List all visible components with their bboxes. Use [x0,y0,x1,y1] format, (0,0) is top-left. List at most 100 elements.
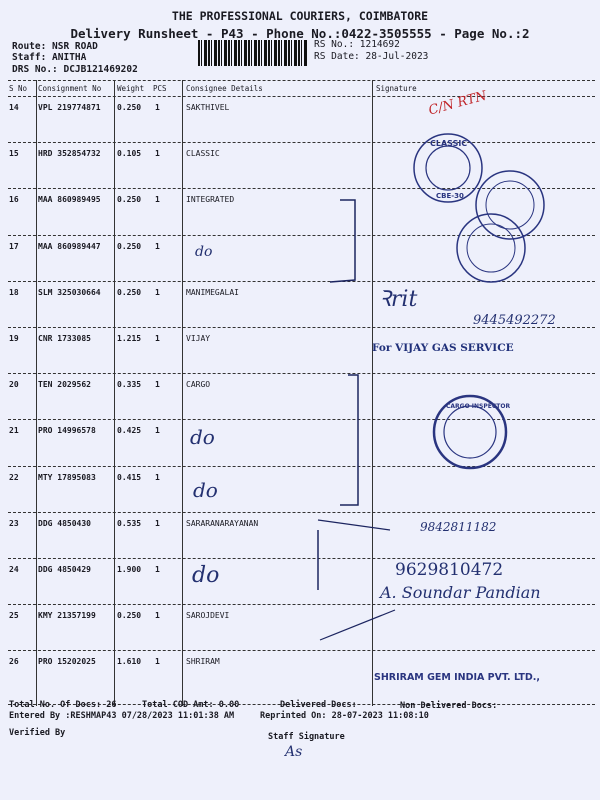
column-divider [36,80,37,706]
row-weight: 0.250 [117,287,142,297]
drs-number: DRS No.: DCJB121469202 [12,64,138,75]
row-weight: 1.215 [117,334,142,343]
row-consignee: MANIMEGALAI [186,287,239,297]
row-divider [8,327,595,328]
row-consignment: TEN 2029562 [38,380,91,390]
row-divider [8,419,595,421]
row-pcs: 1 [155,195,160,205]
route: Route: NSR ROAD [12,41,98,52]
row-consignment: KMY 21357199 [38,611,96,621]
row-consignment: HRD 352854732 [38,149,101,159]
row-sno: 21 [9,426,19,436]
phone-note-3: 9629810472 [395,560,504,580]
row-pcs: 1 [155,103,160,112]
reprinted-on: Reprinted On: 28-07-2023 11:08:10 [260,711,429,721]
row-weight: 0.335 [117,380,142,390]
bracket-marks [317,199,396,641]
row-consignment: MAA 860989495 [38,195,101,205]
row-pcs: 1 [155,518,160,528]
row-sno: 25 [9,611,19,621]
row-divider [8,373,595,375]
row-pcs: 1 [155,241,160,251]
row-weight: 0.105 [117,149,142,159]
col-sno: S No [9,84,28,93]
row-divider [8,188,595,190]
row-pcs: 1 [155,287,160,297]
delivered-docs: Delivered Docs: [280,700,357,710]
row-consignee: SARARANARAYANAN [186,518,259,528]
row-sno: 19 [9,334,19,343]
ditto-mark: do [193,478,218,502]
row-divider [8,280,595,282]
row-pcs: 1 [155,472,160,482]
row-divider [8,558,595,559]
ditto-mark: do [190,425,215,449]
row-sno: 15 [9,149,19,159]
row-weight: 0.250 [117,241,142,251]
row-divider [8,142,595,144]
row-consignment: PRO 15202025 [38,657,96,667]
ditto-mark: do [195,243,213,260]
row-pcs: 1 [155,565,160,574]
total-cod: Total COD Amt: 0.00 [142,700,240,710]
col-consignee: Consignee Details [186,84,263,93]
row-consignment: PRO 14996578 [38,426,96,436]
staff-signature-label: Staff Signature [268,732,345,742]
row-consignment: SLM 325030664 [38,287,101,297]
row-consignee: CLASSIC [186,149,220,159]
column-divider [182,80,183,706]
integrated-enterprises-stamp [456,170,545,283]
row-consignment: DDG 4850429 [38,565,91,574]
row-sno: 18 [9,287,19,297]
row-divider [8,650,595,652]
row-weight: 0.250 [117,195,142,205]
row-consignment: MTY 17895083 [38,472,96,482]
rs-date: RS Date: 28-Jul-2023 [314,51,429,62]
svg-text:CARGO INSPECTORS: CARGO INSPECTORS [446,403,510,410]
row-pcs: 1 [155,334,160,343]
header-top-rule [8,80,595,81]
row-pcs: 1 [155,611,160,621]
staff: Staff: ANITHA [12,52,87,63]
company-title: THE PROFESSIONAL COURIERS, COIMBATORE [171,9,429,23]
row-weight: 0.535 [117,518,142,528]
verified-by: Verified By [9,728,66,738]
row-pcs: 1 [155,426,160,436]
column-divider [114,80,115,706]
phone-note-2: 9842811182 [420,520,497,534]
row-divider [8,96,595,97]
row-consignee: INTEGRATED [186,195,235,205]
col-pcs: PCS [153,84,167,93]
shriram-stamp: SHRIRAM GEM INDIA PVT. LTD., [374,672,541,683]
row-sno: 17 [9,241,19,251]
phone-note-1: 9445492272 [473,313,556,328]
vijay-gas-stamp: For VIJAY GAS SERVICE [372,342,514,354]
col-consignment: Consignment No [38,84,102,93]
row-weight: 0.250 [117,103,142,112]
row-consignee: CARGO [186,380,211,390]
row-sno: 14 [9,103,19,112]
row-pcs: 1 [155,149,160,159]
row-pcs: 1 [155,657,160,667]
row-consignment: MAA 860989447 [38,241,101,251]
row-consignee: SHRIRAM [186,657,220,667]
row-sno: 22 [9,472,19,482]
classic-vision-stamp: CLASSIC CBE-30 [413,133,483,203]
row-consignment: VPL 219774871 [38,103,101,112]
svg-text:CLASSIC: CLASSIC [430,139,467,148]
col-weight: Weight [117,84,145,93]
row-sno: 20 [9,380,19,390]
row-divider [8,465,595,467]
total-docs: Total No. Of Docs: 26 [9,700,117,710]
row-consignee: SAKTHIVEL [186,103,230,112]
runsheet-subtitle: Delivery Runsheet - P43 - Phone No.:0422… [70,26,530,41]
row-consignee: VIJAY [186,334,211,343]
barcode [198,40,308,66]
row-consignee: SAROJDEVI [186,611,230,621]
row-weight: 1.900 [117,565,142,574]
signature-scribble: Ꝛrit [378,287,418,312]
row-consignment: DDG 4850430 [38,518,91,528]
staff-signature: As [285,744,303,760]
ditto-mark: do [192,563,220,588]
rs-number: RS No.: 1214692 [314,39,400,50]
